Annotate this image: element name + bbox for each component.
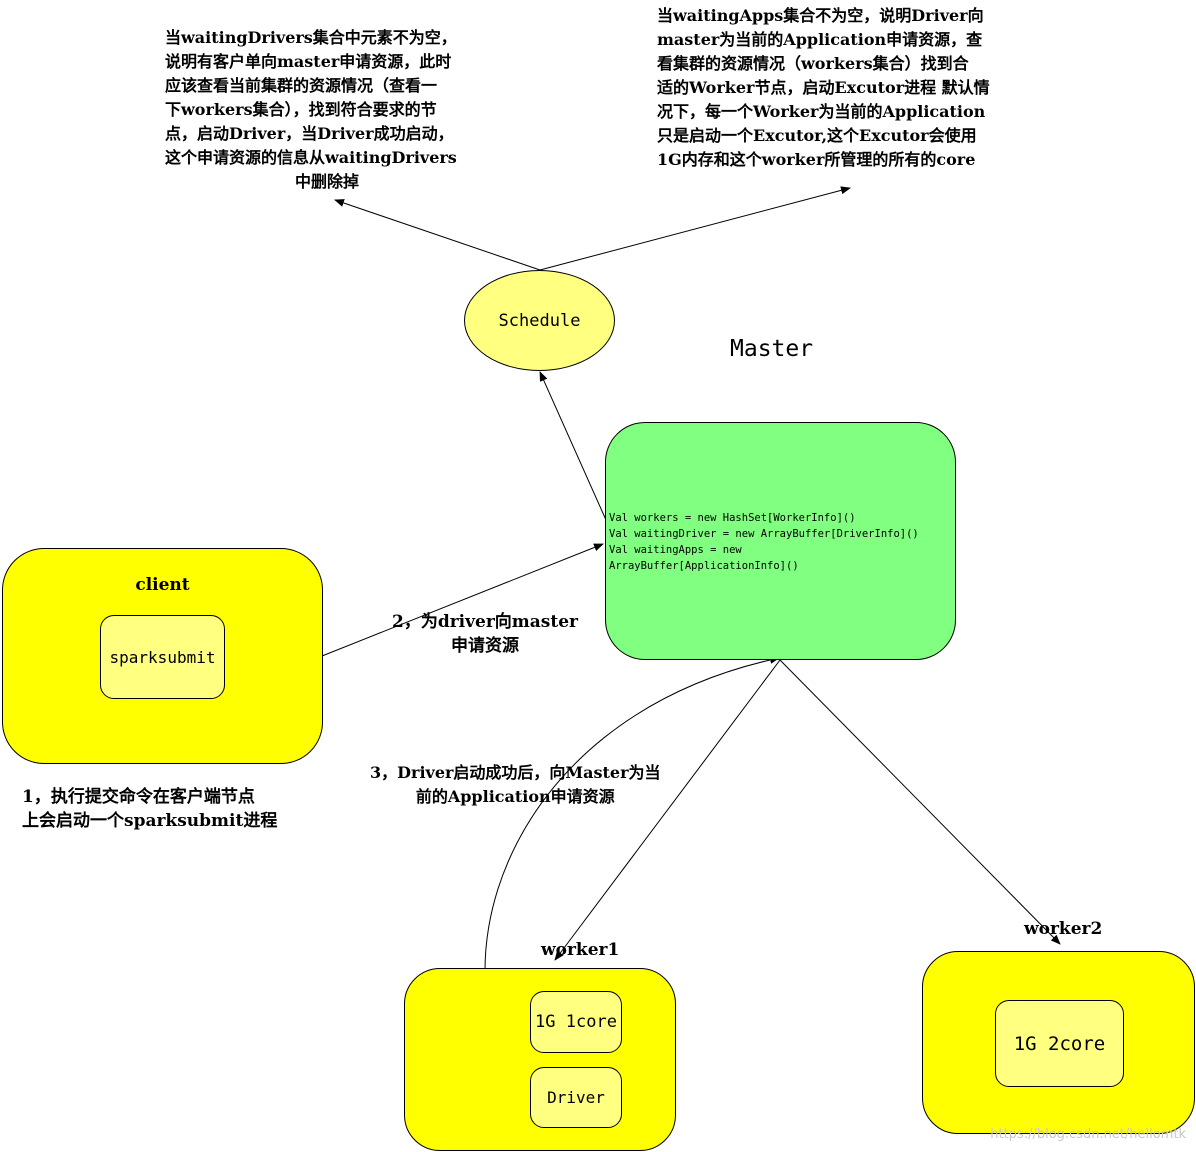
step3-label: 3，Driver启动成功后，向Master为当 前的Application申请资… [370,761,661,809]
client-title: client [135,575,190,595]
step1-line: 上会启动一个sparksubmit进程 [22,811,278,831]
waiting-apps-note-line: 况下，每一个Worker为当前的Application [657,102,986,121]
master-code-line: ArrayBuffer[ApplicationInfo]() [609,560,799,572]
sparksubmit-node: sparksubmit [100,615,225,699]
waiting-drivers-note-line: 当waitingDrivers集合中元素不为空， [165,28,457,47]
schedule-node: Schedule [464,270,615,371]
waiting-drivers-note: 当waitingDrivers集合中元素不为空， 说明有客户单向master申请… [165,26,457,194]
worker2-resource-label: 1G 2core [1013,1032,1106,1055]
worker1-resource-label: 1G 1core [535,1012,617,1032]
step2-label: 2，为driver向master 申请资源 [392,610,578,658]
master-code-line: Val waitingDriver = new ArrayBuffer[Driv… [609,528,919,540]
waiting-drivers-note-line: 应该查看当前集群的资源情况（查看一 [165,76,438,95]
waiting-apps-note-line: 适的Worker节点，启动Excutor进程 默认情 [657,78,990,97]
step2-line: 申请资源 [450,636,519,656]
master-code-line: Val workers = new HashSet[WorkerInfo]() [609,512,856,524]
worker1-node: 1G 1core Driver [404,968,676,1151]
master-node: Val workers = new HashSet[WorkerInfo]() … [605,422,956,660]
master-title: Master [730,336,814,362]
worker2-node: 1G 2core [922,951,1195,1134]
waiting-apps-note-line: master为当前的Application申请资源，查 [657,30,983,49]
watermark: https://blog.csdn.net/hellomtk [990,1127,1186,1142]
waiting-apps-note-line: 只是启动一个Excutor,这个Excutor会使用 [657,126,977,145]
arrow-schedule-to-apps-note [539,186,851,271]
waiting-drivers-note-line: 中删除掉 [295,172,360,191]
worker1-title: worker1 [541,940,620,960]
waiting-drivers-note-line: 点，启动Driver，当Driver成功启动， [165,124,454,143]
step2-line: 2，为driver向master [392,612,578,632]
arrow-schedule-to-drivers-note [334,199,541,271]
arrow-master-to-worker2 [779,659,1061,945]
arrow-master-to-schedule [539,371,607,521]
waiting-apps-note-line: 1G内存和这个worker所管理的所有的core [657,150,976,169]
schedule-label: Schedule [498,310,581,331]
arrow-master-to-worker1 [554,659,781,961]
worker2-title: worker2 [1024,919,1103,939]
waiting-drivers-note-line: 这个申请资源的信息从waitingDrivers [165,148,457,167]
waiting-apps-note-line: 当waitingApps集合不为空，说明Driver向 [657,6,984,25]
master-code-block: Val workers = new HashSet[WorkerInfo]() … [609,510,919,574]
worker2-resource-node: 1G 2core [995,1000,1124,1087]
waiting-drivers-note-line: 下workers集合），找到符合要求的节 [165,100,437,119]
waiting-apps-note: 当waitingApps集合不为空，说明Driver向 master为当前的Ap… [657,4,990,172]
waiting-apps-note-line: 看集群的资源情况（workers集合）找到合 [657,54,969,73]
driver-label: Driver [547,1088,605,1107]
waiting-drivers-note-line: 说明有客户单向master申请资源，此时 [165,52,452,71]
client-node: client sparksubmit [2,548,323,764]
master-code-line: Val waitingApps = new [609,544,742,556]
driver-node: Driver [530,1067,622,1128]
step3-line: 前的Application申请资源 [415,787,615,806]
step3-line: 3，Driver启动成功后，向Master为当 [370,763,661,782]
sparksubmit-label: sparksubmit [109,647,216,667]
step1-line: 1，执行提交命令在客户端节点 [22,787,255,807]
worker1-resource-node: 1G 1core [530,991,622,1053]
step1-label: 1，执行提交命令在客户端节点 上会启动一个sparksubmit进程 [22,785,277,833]
